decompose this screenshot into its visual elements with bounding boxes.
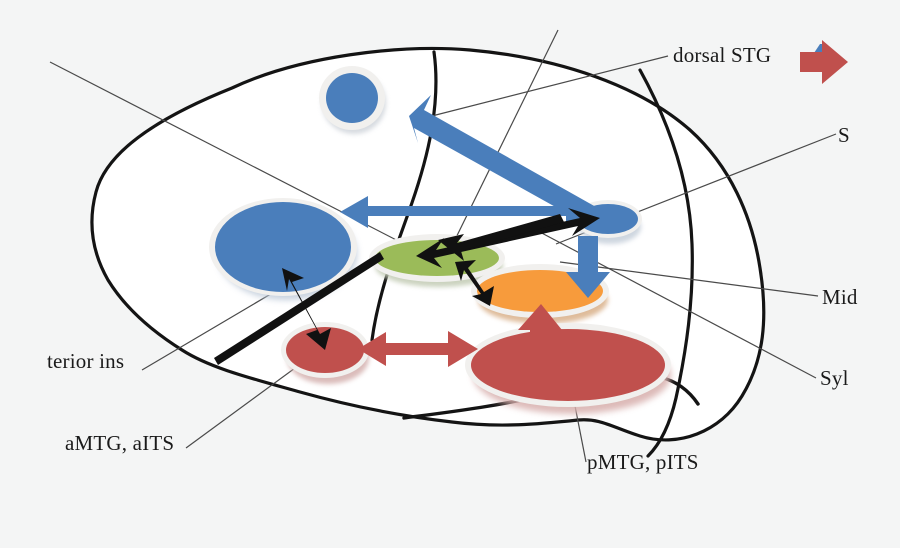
- legend-arrow: [800, 40, 848, 84]
- arrow-black-long-shaft: [214, 252, 384, 365]
- region-fill: [326, 73, 378, 123]
- region-fill: [215, 202, 351, 292]
- arrow-blue-horizontal: [340, 194, 596, 228]
- region-anterior-blue-node[interactable]: [209, 198, 357, 300]
- region-pmtg-node[interactable]: [465, 323, 671, 414]
- label-s-truncated: S: [838, 123, 850, 147]
- label-dorsal-stg: dorsal STG: [673, 43, 772, 67]
- connection-black-green-orange: [455, 260, 494, 306]
- region-dorsal-stg-node[interactable]: [319, 66, 386, 134]
- label-pmtg-pits: pMTG, pITS: [587, 450, 699, 474]
- connection-red-horizontal: [358, 331, 478, 367]
- brain-sulcus-posterior: [638, 68, 694, 458]
- legend-arrow-red: [800, 40, 848, 84]
- label-amtg-aits: aMTG, aITS: [65, 431, 175, 455]
- arrow-black-green-orange: [455, 260, 494, 306]
- connection-blue-horizontal: [340, 194, 596, 228]
- label-mid-truncated: Mid: [822, 285, 858, 309]
- connection-black-blue-green: [214, 252, 384, 365]
- connection-blue-vertical: [566, 236, 610, 298]
- arrow-red-vertical: [518, 304, 562, 348]
- arrow-black-blue-red: [282, 268, 331, 350]
- region-fill: [477, 270, 603, 312]
- leader-line-mid: [559, 261, 819, 297]
- leader-line-upper-mid: [445, 29, 559, 259]
- arrow-blue-diagonal-shaft: [409, 95, 596, 224]
- label-anterior-insula: terior ins: [47, 349, 125, 373]
- region-fill: [471, 329, 665, 401]
- leader-line-dorsal-stg: [423, 55, 669, 119]
- arrow-blue-vertical: [566, 236, 610, 298]
- connection-blue-diagonal: [409, 95, 596, 224]
- arrow-black-green-right: [416, 208, 600, 268]
- connection-black-blue-red: [282, 268, 331, 350]
- arrow-red-horizontal: [358, 331, 478, 367]
- connection-red-vertical: [518, 304, 562, 348]
- connection-black-into-green: [438, 214, 564, 261]
- label-syl-truncated: Syl: [820, 366, 849, 390]
- arrow-black-into-green: [438, 214, 564, 261]
- connection-black-green-right: [416, 208, 600, 268]
